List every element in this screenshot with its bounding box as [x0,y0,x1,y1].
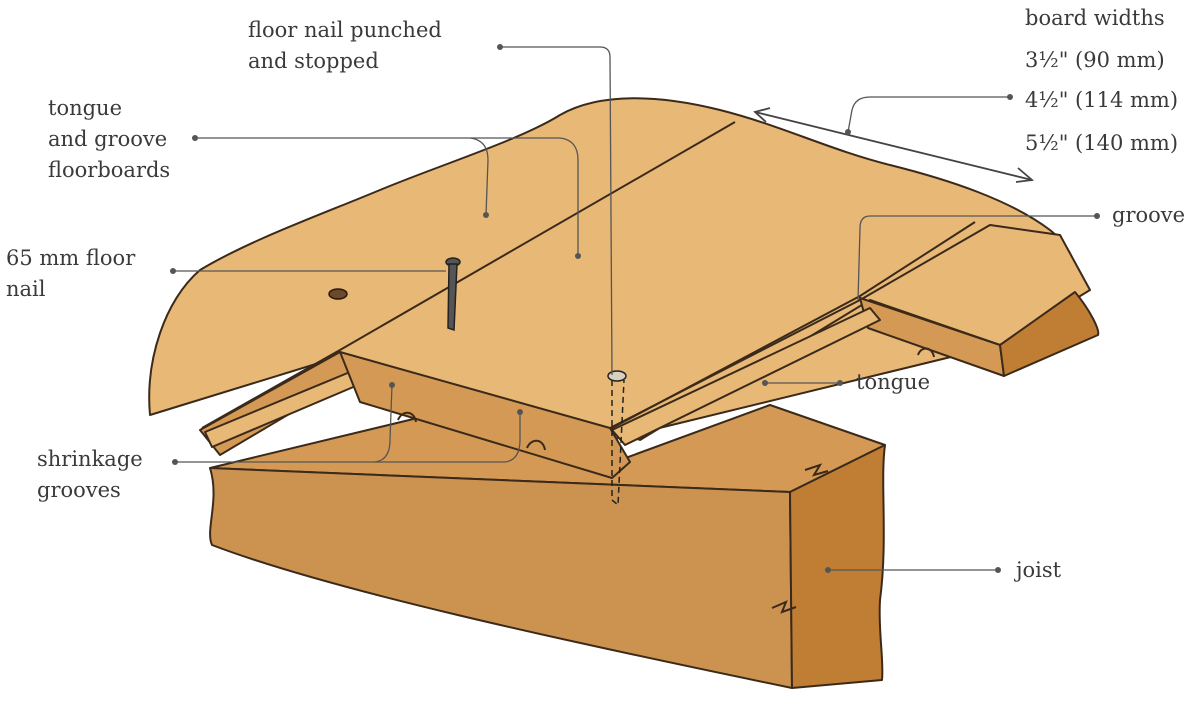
leader-nail-punched [500,46,613,376]
joist-break-mark-top [804,463,829,477]
label-board-width-2: 4½" (114 mm) [1025,88,1178,112]
label-shrinkage-1: shrinkage [37,447,143,471]
label-floorboards-1: tongue [48,96,122,120]
board-joint-right [611,221,976,429]
leader-lines [173,46,1097,571]
label-board-widths-title: board widths [1025,6,1165,30]
joist-break-mark-bottom [771,600,797,614]
leader-board-widths [847,96,1010,133]
board-joint-left [201,121,736,429]
label-board-width-1: 3½" (90 mm) [1025,48,1165,72]
label-nail-punched-2: and stopped [248,49,379,73]
floor-nail [445,257,461,332]
label-floorboards-3: floorboards [48,158,170,182]
leader-shrinkage-right [375,412,521,463]
board-width-arrow [753,107,1035,183]
leader-dots [170,44,1100,573]
shrinkage-groove-right-board [917,347,935,358]
label-floor-nail-2: nail [6,277,46,301]
label-floor-nail-1: 65 mm floor [6,246,136,270]
shrinkage-groove-right [526,439,546,451]
right-board [609,224,1100,446]
joist-end-face [789,444,886,689]
label-joist: joist [1013,558,1062,582]
punched-nail-shank [611,379,625,507]
joist-front-face [209,467,793,689]
right-board-end [999,291,1100,377]
label-nail-punched-1: floor nail punched [248,18,442,42]
leader-groove [857,215,1097,301]
nail-hole [328,288,348,300]
joist [209,404,886,689]
label-shrinkage-2: grooves [37,478,121,502]
label-board-width-3: 5½" (140 mm) [1025,131,1178,155]
label-groove: groove [1112,203,1185,227]
leader-floorboards [195,137,579,256]
floor-nail-shank [447,263,458,332]
punched-nail-head [607,370,627,382]
label-tongue: tongue [856,370,930,394]
shrinkage-groove-left [397,411,417,423]
label-floorboards-2: and groove [48,127,167,151]
center-board-end-face [339,351,631,479]
